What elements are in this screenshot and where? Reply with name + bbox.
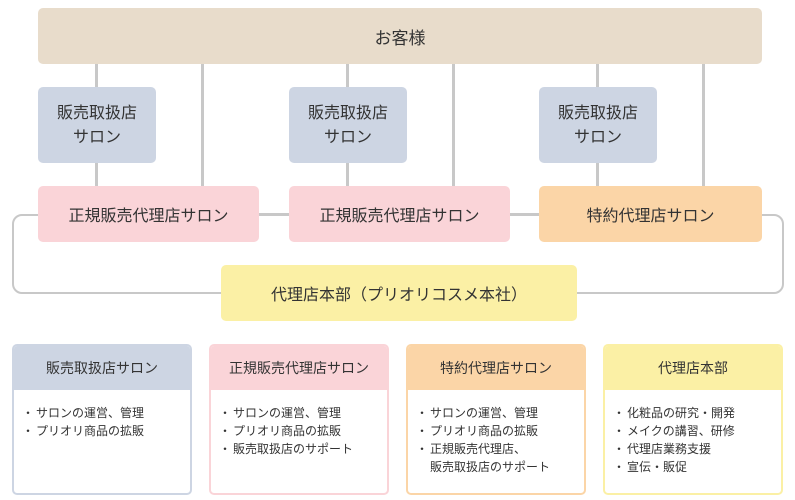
official-agent-salon-box-2: 正規販売代理店サロン	[289, 186, 510, 242]
retail-salon-label-line1: 販売取扱店	[56, 103, 137, 122]
connector-line	[346, 163, 349, 186]
list-item-text: プリオリ商品の拡販	[36, 424, 145, 438]
headquarters-label: 代理店本部（プリオリコスメ本社）	[270, 285, 527, 304]
list-item: サロンの運営、管理	[22, 404, 180, 422]
legend-card-title: 特約代理店サロン	[408, 346, 584, 390]
connector-line	[95, 64, 98, 87]
list-item: プリオリ商品の拡販	[416, 422, 574, 440]
customer-label: お客様	[374, 28, 426, 49]
connector-line	[346, 64, 349, 87]
list-item: サロンの運営、管理	[219, 404, 377, 422]
legend-card-list: サロンの運営、管理 プリオリ商品の拡販 販売取扱店のサポート	[211, 390, 387, 458]
official-agent-salon-box-1: 正規販売代理店サロン	[38, 186, 259, 242]
retail-salon-box-3: 販売取扱店 サロン	[539, 87, 657, 163]
legend-card-special-agent-salon: 特約代理店サロン サロンの運営、管理 プリオリ商品の拡販 正規販売代理店、 販売…	[406, 344, 586, 495]
list-item: 化粧品の研究・開発	[613, 404, 771, 422]
legend-card-retail-salon: 販売取扱店サロン サロンの運営、管理 プリオリ商品の拡販	[12, 344, 192, 495]
retail-salon-label-line1: 販売取扱店	[557, 103, 638, 122]
list-item-text: メイクの講習、研修	[627, 424, 735, 438]
connector-line	[596, 64, 599, 87]
legend-card-official-agent-salon: 正規販売代理店サロン サロンの運営、管理 プリオリ商品の拡販 販売取扱店のサポー…	[209, 344, 389, 495]
list-item-text: 販売取扱店のサポート	[233, 442, 354, 456]
list-item-text: サロンの運営、管理	[36, 406, 145, 420]
list-item-text: 販売取扱店のサポート	[430, 460, 551, 474]
legend-card-list: サロンの運営、管理 プリオリ商品の拡販	[14, 390, 190, 440]
list-item: プリオリ商品の拡販	[219, 422, 377, 440]
list-item-text: 化粧品の研究・開発	[627, 406, 736, 420]
list-item-text: サロンの運営、管理	[430, 406, 539, 420]
legend-card-list: 化粧品の研究・開発 メイクの講習、研修 代理店業務支援 宣伝・販促	[605, 390, 781, 476]
list-item-text: サロンの運営、管理	[233, 406, 342, 420]
legend-card-headquarters: 代理店本部 化粧品の研究・開発 メイクの講習、研修 代理店業務支援 宣伝・販促	[603, 344, 783, 495]
official-agent-salon-label: 正規販売代理店サロン	[68, 206, 229, 225]
list-item: 宣伝・販促	[613, 458, 771, 476]
connector-line	[452, 64, 455, 186]
list-item: メイクの講習、研修	[613, 422, 771, 440]
special-agent-salon-box: 特約代理店サロン	[539, 186, 762, 242]
connector-line	[596, 163, 599, 186]
connector-line	[95, 163, 98, 186]
list-item: サロンの運営、管理	[416, 404, 574, 422]
headquarters-box: 代理店本部（プリオリコスメ本社）	[221, 265, 577, 321]
list-item-text: プリオリ商品の拡販	[430, 424, 539, 438]
legend-card-list: サロンの運営、管理 プリオリ商品の拡販 正規販売代理店、 販売取扱店のサポート	[408, 390, 584, 476]
list-item: プリオリ商品の拡販	[22, 422, 180, 440]
legend-card-title: 正規販売代理店サロン	[211, 346, 387, 390]
connector-line	[702, 64, 705, 186]
list-item: 代理店業務支援	[613, 440, 771, 458]
retail-salon-label-line1: 販売取扱店	[307, 103, 388, 122]
retail-salon-box-2: 販売取扱店 サロン	[289, 87, 407, 163]
special-agent-salon-label: 特約代理店サロン	[586, 206, 715, 225]
retail-salon-label-line2: サロン	[573, 127, 622, 146]
list-item-text: プリオリ商品の拡販	[233, 424, 342, 438]
list-item-text: 代理店業務支援	[627, 442, 712, 456]
retail-salon-box-1: 販売取扱店 サロン	[38, 87, 156, 163]
retail-salon-label-line2: サロン	[72, 127, 121, 146]
list-item-text: 宣伝・販促	[627, 460, 688, 474]
legend-card-title: 販売取扱店サロン	[14, 346, 190, 390]
official-agent-salon-label: 正規販売代理店サロン	[319, 206, 480, 225]
list-item-text: 正規販売代理店、	[430, 442, 527, 456]
legend-card-title: 代理店本部	[605, 346, 781, 390]
customer-box: お客様	[38, 8, 762, 64]
connector-line	[201, 64, 204, 186]
list-item: 販売取扱店のサポート	[219, 440, 377, 458]
list-item: 正規販売代理店、 販売取扱店のサポート	[416, 440, 574, 476]
retail-salon-label-line2: サロン	[323, 127, 372, 146]
